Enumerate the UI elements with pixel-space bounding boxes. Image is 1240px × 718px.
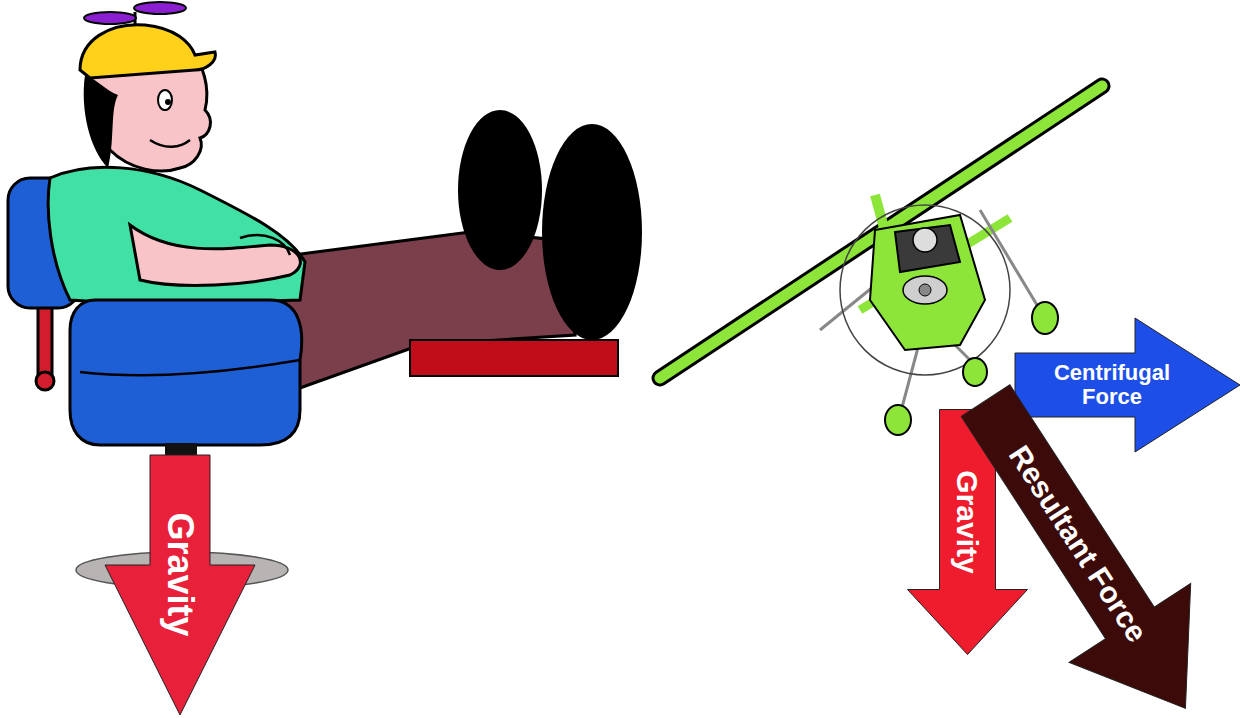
- landing-gear: [900, 340, 920, 415]
- pupil: [165, 99, 171, 105]
- engine-cowl: [903, 276, 947, 304]
- wing-outline: [660, 86, 1102, 378]
- gravity-arrow: Gravity: [105, 455, 255, 715]
- shoe: [542, 124, 642, 340]
- shoe: [458, 110, 542, 270]
- chair-seam: [80, 360, 300, 375]
- wheel: [1032, 302, 1058, 334]
- propeller-disc: [840, 205, 1010, 375]
- wing: [660, 86, 1102, 378]
- hair: [84, 75, 118, 168]
- chair-seat: [70, 300, 302, 445]
- wheel: [885, 405, 911, 435]
- smile: [150, 140, 190, 147]
- fuselage: [870, 215, 985, 350]
- shirt: [48, 167, 305, 305]
- force-label: Gravity: [105, 467, 255, 682]
- arrow-fill: [1015, 318, 1240, 452]
- centrifugal-arrow: Centrifugal Force: [1015, 318, 1240, 452]
- arrow-fill: [105, 455, 255, 715]
- pilot: [913, 228, 937, 252]
- wheel: [963, 358, 987, 386]
- cap: [80, 25, 215, 78]
- cockpit: [895, 225, 960, 272]
- hand: [240, 235, 290, 255]
- eye: [158, 90, 172, 110]
- footrest: [410, 340, 618, 376]
- propeller-blade: [134, 2, 186, 14]
- arrow-fill: [924, 361, 1240, 718]
- chair-wheel: [36, 372, 54, 390]
- force-label: Centrifugal Force: [1017, 318, 1207, 452]
- spinner: [919, 284, 931, 296]
- propeller-blade: [84, 12, 136, 24]
- arm: [130, 225, 300, 285]
